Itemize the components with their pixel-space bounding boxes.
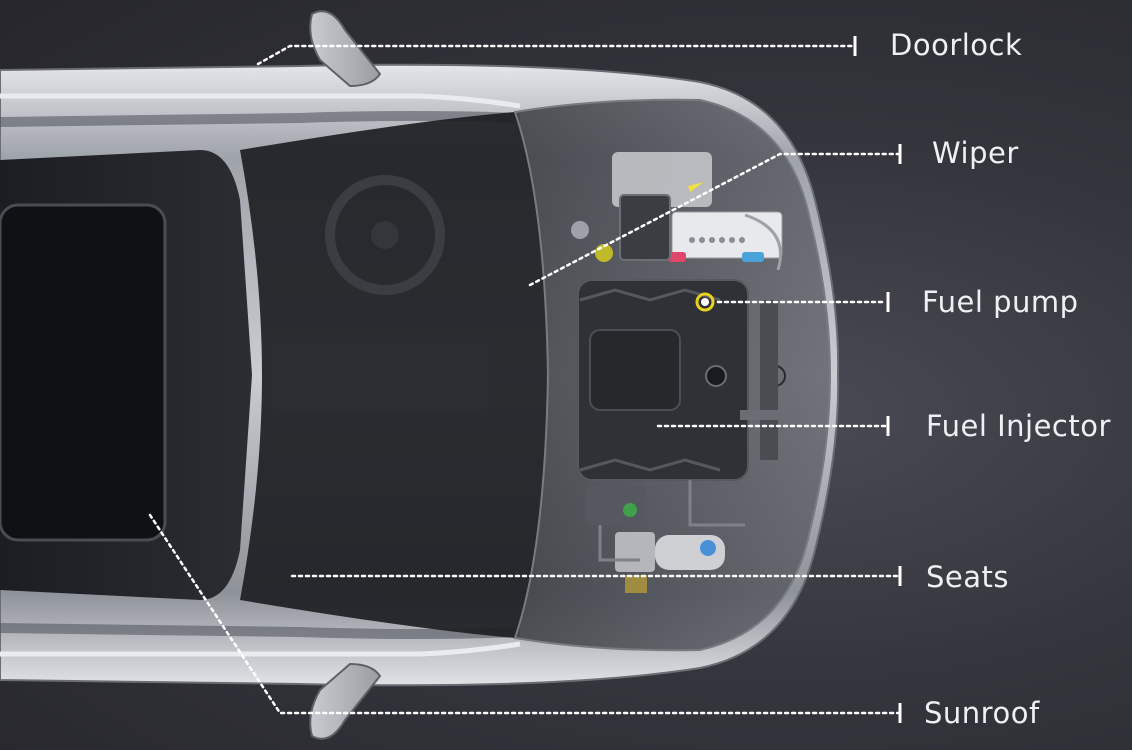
leader-lines [148,44,900,715]
leader-line-wiper [528,152,900,287]
callout-doorlock: Doorlock [890,28,1023,62]
side-mirror-top [309,10,382,88]
side-mirror-bottom [309,662,382,740]
callout-seats: Seats [926,560,1010,594]
leader-line-end-caps [853,36,902,723]
leader-line-anchors [701,298,709,306]
callout-sunroof: Sunroof [924,696,1040,730]
fuel-pump-marker [695,292,715,312]
leader-line-sunroof [148,513,900,715]
fuel-pump-icon [701,298,709,306]
callout-fuel-pump: Fuel pump [922,285,1079,319]
engine-bay [513,98,832,652]
leader-line-doorlock [256,44,855,66]
sunroof-panel [0,203,167,542]
callout-fuel-injector: Fuel Injector [926,409,1111,443]
callout-wiper: Wiper [932,136,1019,170]
